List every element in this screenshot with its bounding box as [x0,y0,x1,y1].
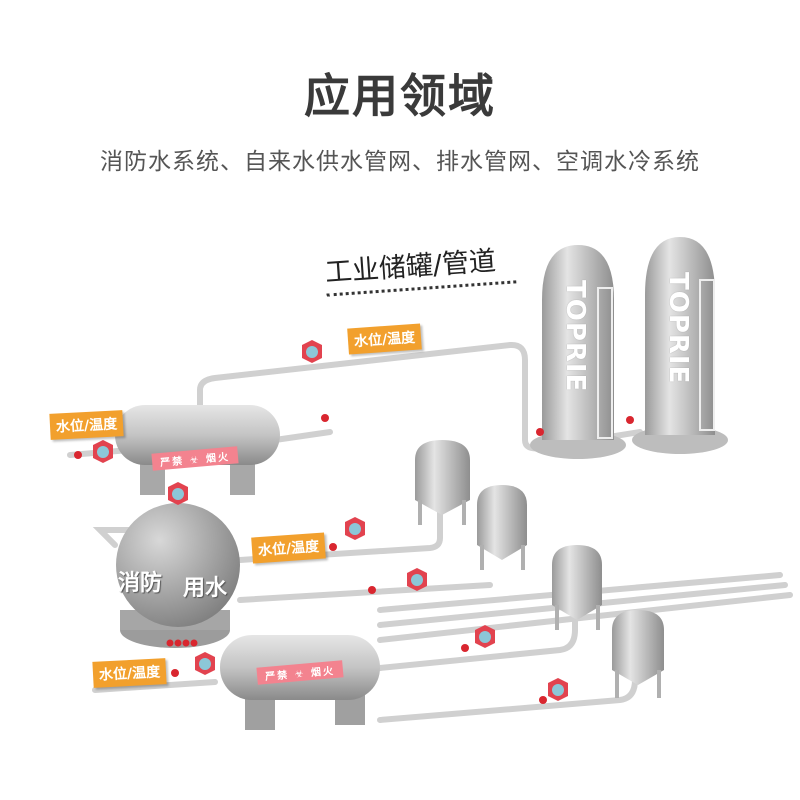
pipe-sphere-low [237,582,493,603]
silo-4 [612,610,664,698]
horizontal-tank-2 [220,635,380,730]
silo-1 [415,440,470,525]
silo-2 [477,485,527,570]
pipe-tank2-left [92,679,218,693]
valve-icon [190,639,198,647]
warning-right: 烟火 [205,451,231,466]
pipe-bottom-2 [377,667,638,723]
tall-tank-2 [632,237,728,454]
pipe-bottom [357,607,578,673]
valve-icon [171,669,179,677]
valve-icon [321,414,329,422]
sphere-label-left: 消防 [118,571,163,596]
warning-left: 严禁 [159,455,185,470]
page-subtitle: 消防水系统、自来水供水管网、排水管网、空调水冷系统 [100,149,700,175]
valve-icon [174,639,182,647]
sensor-icon [407,568,427,591]
pipe-sphere-mid [237,497,443,563]
pipe-long-3 [377,592,793,643]
valve-icon [182,639,190,647]
fire-water-sphere [116,503,240,648]
valve-icon [368,586,376,594]
valve-icon [166,639,174,647]
valve-icon [539,696,547,704]
warning-right: 烟火 [310,665,336,680]
tall-tank-1 [530,245,626,459]
brand-label-tank-1: TOPRIE [560,280,590,393]
valve-icon [461,644,469,652]
sensor-icon [168,482,188,505]
valve-icon [626,416,634,424]
no-fire-icon: ☣ [294,668,307,681]
pipe-top [197,341,543,452]
level-temp-badge: 水位/温度 [347,323,422,355]
sensor-icon [548,678,568,701]
sensor-icon [475,625,495,648]
pipe-tank1-right [272,429,333,443]
sensor-icon [345,517,365,540]
level-temp-badge: 水位/温度 [49,410,124,440]
silo-tanks [415,440,664,698]
warning-left: 严禁 [264,669,290,684]
level-temperature-sensors [93,340,568,701]
valve-icon [536,428,544,436]
sensor-icon [93,440,113,463]
level-temp-badge: 水位/温度 [251,532,326,564]
valve-icon [329,543,337,551]
page-title: 应用领域 [304,69,496,123]
valve-icon [74,451,82,459]
pipe-left-loop [92,527,138,548]
no-fire-icon: ☣ [189,454,202,467]
valves [74,414,634,704]
sphere-label-right: 用水 [183,576,228,601]
brand-label-tank-2: TOPRIE [663,272,693,385]
level-temp-badge: 水位/温度 [92,658,167,688]
sensor-icon [195,652,215,675]
section-heading-text: 工业储罐/管道 [324,245,497,289]
sensor-icon [302,340,322,363]
silo-3 [552,545,602,630]
